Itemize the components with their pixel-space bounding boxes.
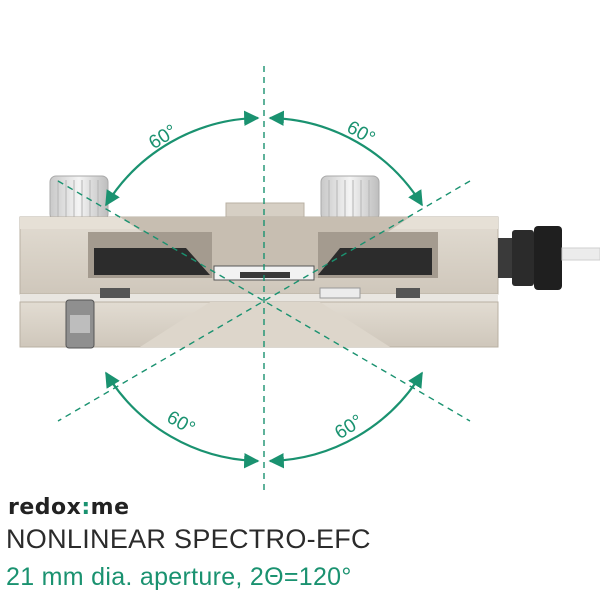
angle-label-top-right: 60° <box>343 117 378 150</box>
angle-arcs <box>105 110 423 469</box>
left-knob <box>49 175 109 221</box>
right-knob <box>320 175 380 221</box>
brand-separator: : <box>81 495 91 520</box>
brand-prefix: redox <box>8 495 82 520</box>
brand-suffix: me <box>90 495 130 520</box>
spec-text: 21 mm dia. aperture, 2Θ=120° <box>6 563 352 591</box>
arc-top-right <box>268 110 423 207</box>
left-chamber <box>94 248 210 275</box>
cell-diagram: 60° 60° 60° 60° <box>19 66 600 495</box>
arc-top-left <box>105 110 260 207</box>
arc-bottom-left <box>105 371 260 469</box>
product-title: NONLINEAR SPECTRO-EFC <box>6 524 371 554</box>
arc-bottom-right <box>268 371 423 469</box>
bottom-aperture-bevel <box>140 302 390 347</box>
brand-logo: redox:me <box>8 495 130 520</box>
cell-device <box>19 175 600 349</box>
angle-label-bottom-right: 60° <box>331 411 366 444</box>
right-chamber <box>318 248 432 275</box>
cable-connector <box>498 226 600 290</box>
angle-label-top-left: 60° <box>145 121 180 154</box>
